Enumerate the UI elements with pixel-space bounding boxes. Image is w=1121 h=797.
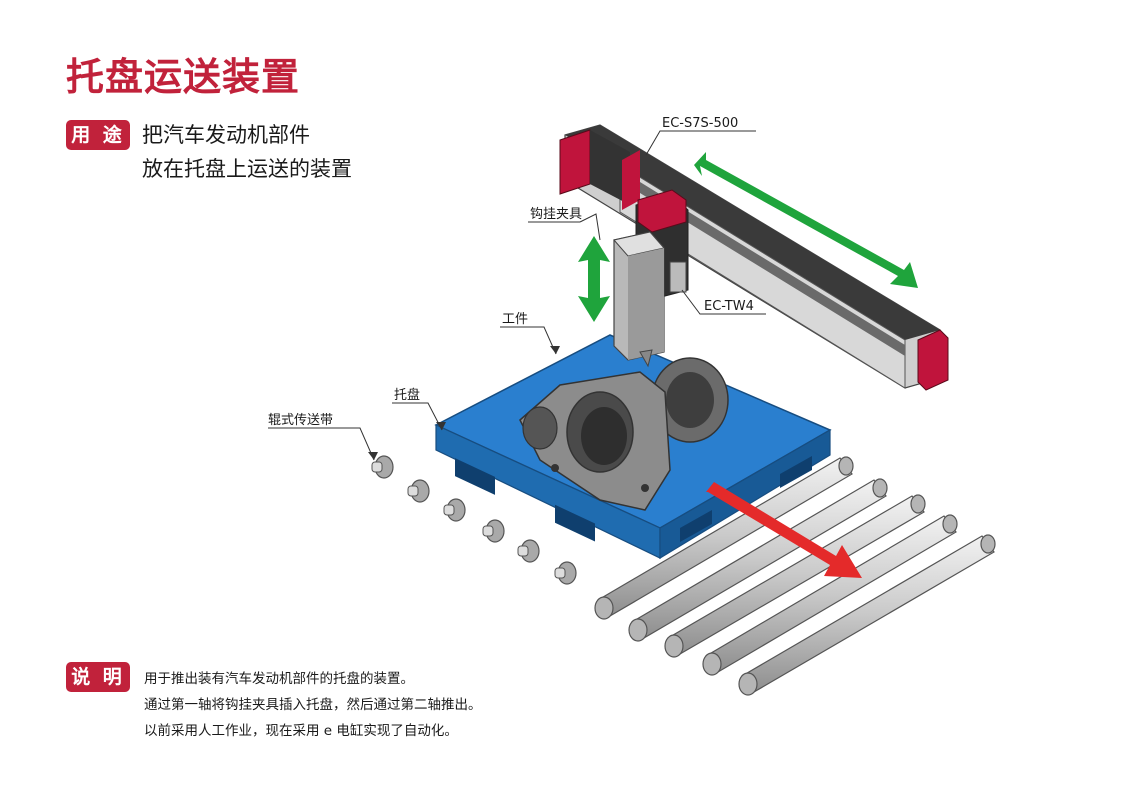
- push-direction-arrow: [706, 482, 862, 578]
- roller-conveyor-back: [371, 455, 577, 585]
- callout-lines: [268, 130, 766, 461]
- label-ec-tw4: EC-TW4: [704, 299, 754, 314]
- description-line-2: 通过第一轴将钩挂夹具插入托盘，然后通过第二轴推出。: [144, 697, 482, 713]
- label-roller-conveyor: 辊式传送带: [268, 413, 333, 428]
- vertical-motion-arrow: [578, 236, 610, 322]
- description-line-3: 以前采用人工作业，现在采用 e 电缸实现了自动化。: [144, 723, 458, 739]
- usage-badge: 用 途: [66, 120, 130, 150]
- usage-line-2: 放在托盘上运送的装置: [142, 157, 352, 181]
- usage-text: 把汽车发动机部件 放在托盘上运送的装置: [142, 118, 352, 186]
- label-ec-s7s-500: EC-S7S-500: [662, 116, 738, 131]
- description-line-1: 用于推出装有汽车发动机部件的托盘的装置。: [144, 671, 414, 687]
- description-text: 用于推出装有汽车发动机部件的托盘的装置。 通过第一轴将钩挂夹具插入托盘，然后通过…: [144, 666, 482, 744]
- label-hook-jig: 钩挂夹具: [530, 207, 582, 222]
- description-badge: 说 明: [66, 662, 130, 692]
- horizontal-motion-arrow: [694, 152, 918, 288]
- page-title: 托盘运送装置: [66, 55, 301, 99]
- workpiece-engine-part: [519, 357, 729, 511]
- actuator-ec-s7s-500: [559, 124, 949, 391]
- hook-jig: [613, 231, 665, 368]
- label-workpiece: 工件: [502, 312, 528, 327]
- roller-conveyor-front: [594, 456, 996, 696]
- label-pallet: 托盘: [394, 387, 420, 403]
- usage-line-1: 把汽车发动机部件: [142, 123, 310, 147]
